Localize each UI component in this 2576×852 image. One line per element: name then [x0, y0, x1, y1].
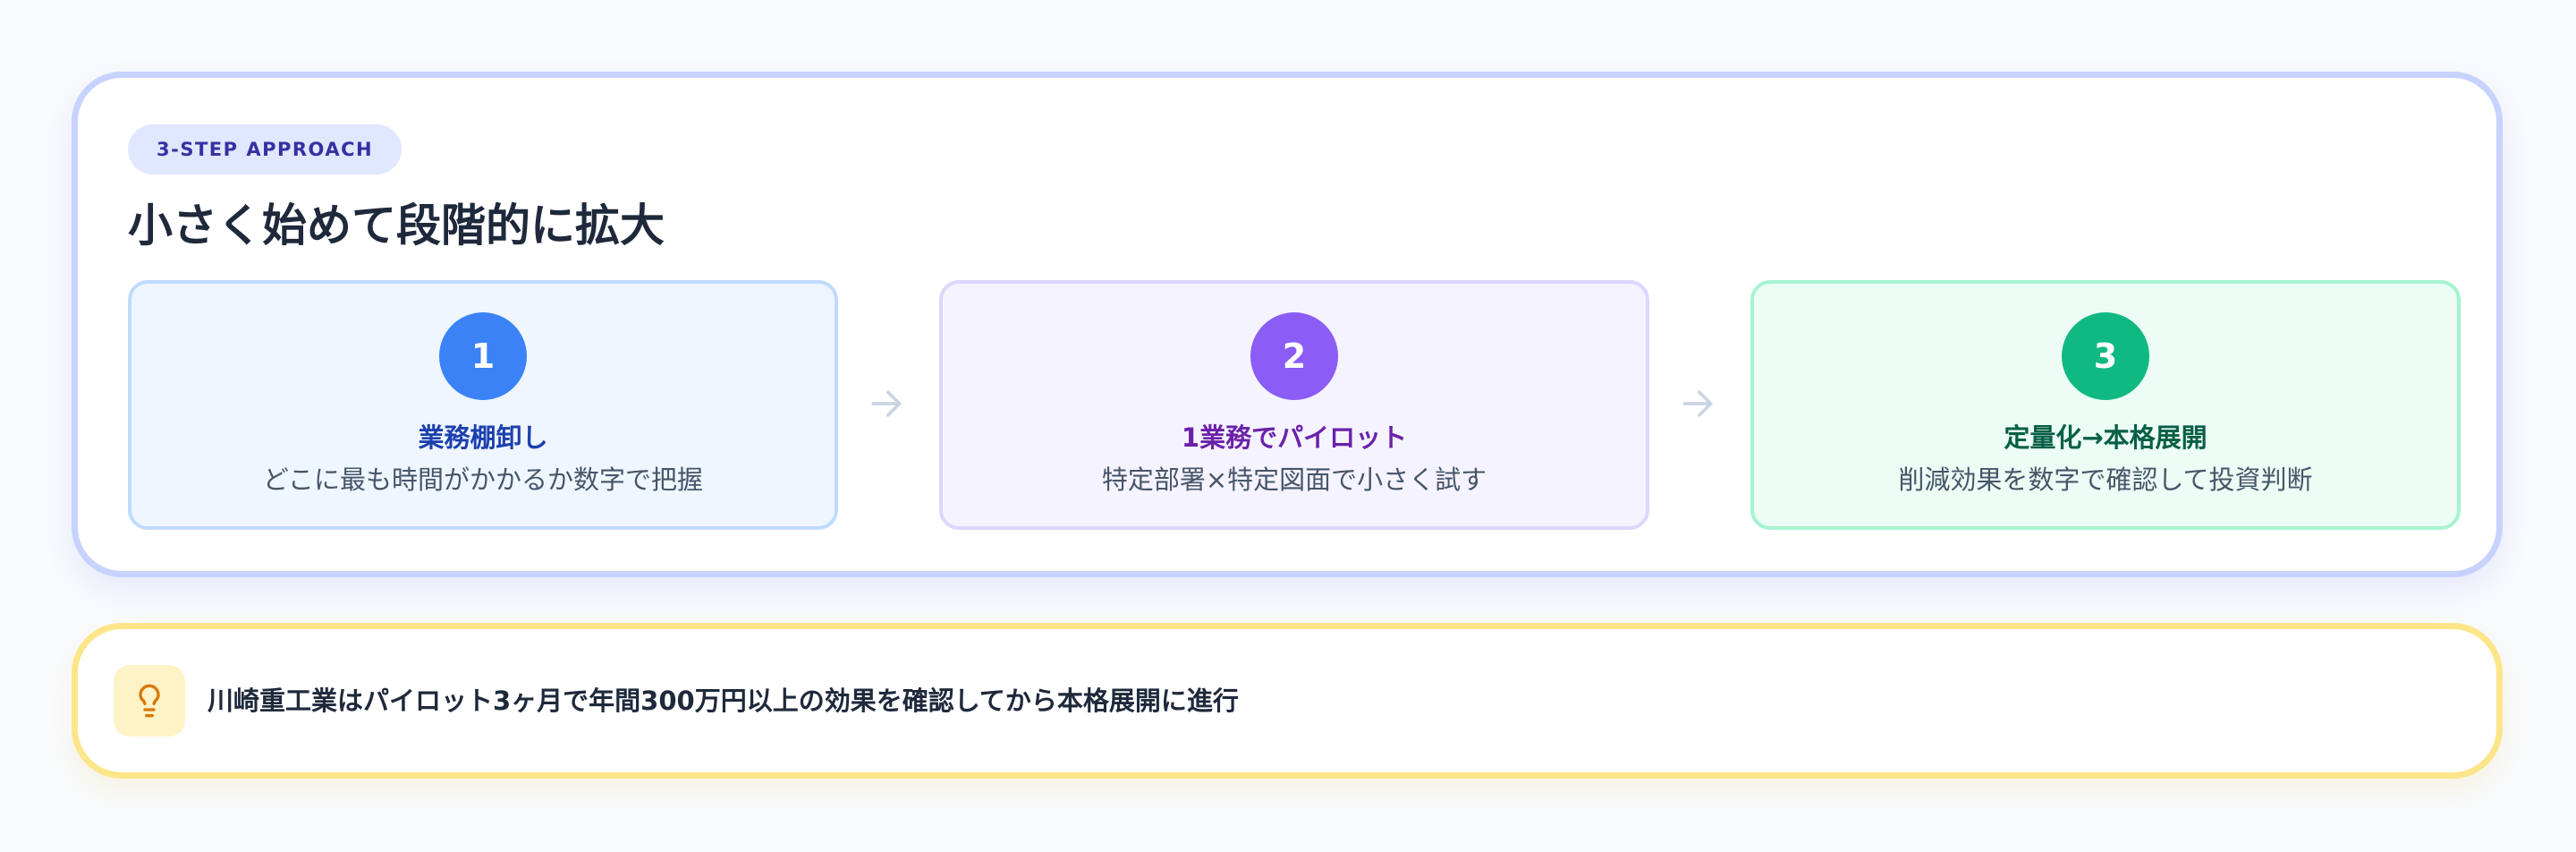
arrow-right-icon [871, 390, 902, 417]
step-description-2: 特定部署×特定図面で小さく試す [1101, 464, 1487, 495]
step-title-1: 業務棚卸し [418, 422, 548, 453]
note-card: 川崎重工業はパイロット3ヶ月で年間300万円以上の効果を確認してから本格展開に進… [72, 623, 2503, 779]
note-icon-container [114, 665, 185, 737]
step-number-1: 1 [439, 312, 527, 400]
arrow-right-icon [1682, 390, 1713, 417]
step-card-2: 2 1業務でパイロット 特定部署×特定図面で小さく試す [939, 280, 1649, 530]
lightbulb-icon [139, 684, 160, 718]
approach-card: 3-STEP APPROACH 小さく始めて段階的に拡大 1 業務棚卸し どこに… [72, 72, 2503, 577]
page-title: 小さく始めて段階的に拡大 [128, 200, 665, 251]
note-text: 川崎重工業はパイロット3ヶ月で年間300万円以上の効果を確認してから本格展開に進… [208, 686, 1239, 716]
step-card-3: 3 定量化→本格展開 削減効果を数字で確認して投資判断 [1750, 280, 2461, 530]
approach-badge: 3-STEP APPROACH [128, 124, 402, 175]
step-description-3: 削減効果を数字で確認して投資判断 [1898, 464, 2313, 495]
step-description-1: どこに最も時間がかかるか数字で把握 [262, 464, 704, 495]
step-card-1: 1 業務棚卸し どこに最も時間がかかるか数字で把握 [128, 280, 838, 530]
step-number-3: 3 [2062, 312, 2149, 400]
step-title-2: 1業務でパイロット [1181, 422, 1408, 453]
step-number-2: 2 [1250, 312, 1338, 400]
step-title-3: 定量化→本格展開 [2004, 422, 2207, 453]
